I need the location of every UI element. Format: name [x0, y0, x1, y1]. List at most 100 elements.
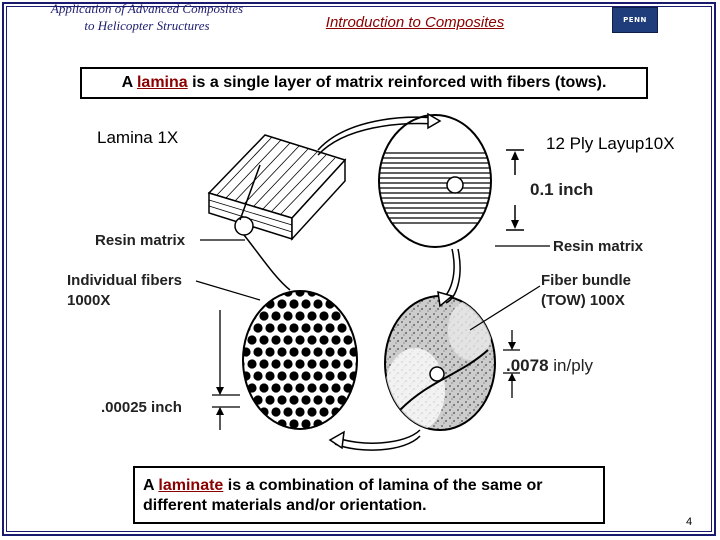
laminate-term: laminate [158, 477, 224, 494]
fiber-cross-section [283, 359, 293, 369]
fiber-cross-section [295, 291, 305, 297]
individual-fibers-text: Individual fibers [67, 272, 183, 289]
resin-matrix-label-right: Resin matrix [553, 238, 644, 255]
fiber-cross-section [295, 311, 305, 321]
fiber-cross-section [301, 371, 311, 381]
fiber-cross-section [307, 359, 317, 369]
fiber-cross-section [325, 395, 335, 405]
resin-matrix-label-left: Resin matrix [95, 232, 186, 249]
fiber-cross-section [313, 347, 323, 357]
fiber-cross-section [301, 395, 311, 405]
fiber-cross-section [337, 371, 347, 381]
fiber-cross-section [361, 299, 370, 308]
fiber-cross-section [313, 395, 323, 405]
fiber-cross-section [355, 311, 357, 321]
fiber-cross-section [361, 395, 370, 404]
fiber-cross-section [307, 383, 317, 393]
fiber-cross-section [331, 383, 341, 393]
lamina-label: Lamina 1X [97, 128, 179, 147]
fiber-cross-section [295, 383, 305, 393]
fiber-cross-section [271, 407, 281, 417]
laminate-definition-callout: A laminate is a combination of lamina of… [133, 466, 605, 524]
fiber-cross-section [247, 359, 257, 369]
ply-thickness-dimension [506, 149, 524, 231]
fiber-bundle-circle [384, 295, 496, 431]
fiber-cross-section [325, 323, 335, 333]
course-title: Application of Advanced Composites to He… [22, 0, 272, 34]
fiber-cross-section [343, 359, 353, 369]
fiber-cross-section [355, 335, 357, 345]
fiber-cross-section [319, 383, 329, 393]
fiber-cross-section [295, 359, 305, 369]
course-title-line-2: to Helicopter Structures [84, 18, 210, 33]
fiber-cross-section [301, 347, 311, 357]
fiber-cross-section [283, 335, 293, 345]
fiber-cross-section [337, 347, 347, 357]
fiber-cross-section [259, 291, 269, 297]
fiber-cross-section [337, 299, 347, 309]
fiber-cross-section [337, 323, 347, 333]
fiber-cross-section [277, 395, 287, 405]
lamina-slab [207, 134, 347, 241]
fiber-cross-section [277, 347, 287, 357]
fiber-cross-section [343, 335, 353, 345]
fiber-cross-section [319, 407, 329, 417]
fiber-cross-section [313, 323, 323, 333]
fiber-cross-section [283, 407, 293, 417]
fiber-cross-section [253, 371, 263, 381]
process-arrows [239, 112, 461, 451]
fiber-cross-section [319, 311, 329, 321]
lamina-definition-callout: A lamina is a single layer of matrix rei… [80, 67, 648, 99]
fiber-cross-section [253, 395, 263, 405]
fiber-cross-section [313, 299, 323, 309]
fiber-cross-section [289, 419, 299, 429]
fiber-cross-section [247, 291, 257, 297]
lamina-definition-suffix: is a single layer of matrix reinforced w… [187, 74, 607, 91]
tow-magnification: (TOW) 100X [541, 292, 625, 309]
fiber-cross-section [289, 347, 299, 357]
fiber-cross-section [243, 395, 251, 405]
fiber-cross-section [289, 371, 299, 381]
university-logo: PENN STATE [612, 7, 658, 48]
fiber-cross-section [243, 407, 245, 417]
fiber-cross-section [253, 323, 263, 333]
fiber-cross-section [319, 335, 329, 345]
fiber-cross-section [355, 291, 357, 297]
topic-title: Introduction to Composites [325, 14, 505, 31]
fiber-cross-section [343, 407, 353, 417]
fiber-cross-section [313, 371, 323, 381]
fiber-cross-section [253, 419, 263, 429]
fiber-cross-section [325, 347, 335, 357]
fiber-cross-section [243, 383, 245, 393]
laminate-definition-line-2: different materials and/or orientation. [143, 497, 427, 514]
fiber-cross-section [355, 383, 357, 393]
fiber-cross-section [349, 299, 357, 309]
fiber-cross-section [361, 323, 370, 332]
fiber-cross-section [337, 395, 347, 405]
fiber-cross-section [361, 419, 370, 428]
course-title-line-1: Application of Advanced Composites [50, 1, 244, 16]
lamina-term: lamina [136, 74, 188, 91]
fiber-cross-section [247, 335, 257, 345]
fiber-cross-section [253, 299, 263, 309]
fiber-cross-section [277, 323, 287, 333]
fiber-cross-section [295, 407, 305, 417]
fiber-cross-section [301, 299, 311, 309]
fiber-cross-section [325, 419, 335, 429]
fiber-cross-section [331, 335, 341, 345]
fibers-magnification: 1000X [67, 292, 111, 309]
fiber-cross-section [265, 395, 275, 405]
fiber-cross-section [259, 311, 269, 321]
fiber-cross-section [243, 371, 251, 381]
fiber-cross-section [265, 347, 275, 357]
ply-thickness-label: 0.1 inch [530, 180, 594, 199]
fiber-cross-section [349, 371, 357, 381]
fiber-cross-section [349, 347, 357, 357]
page-number: 4 [686, 516, 693, 528]
fiber-cross-section [289, 323, 299, 333]
fiber-cross-section [343, 291, 353, 297]
fiber-cross-section [307, 335, 317, 345]
fiber-cross-section [307, 311, 317, 321]
